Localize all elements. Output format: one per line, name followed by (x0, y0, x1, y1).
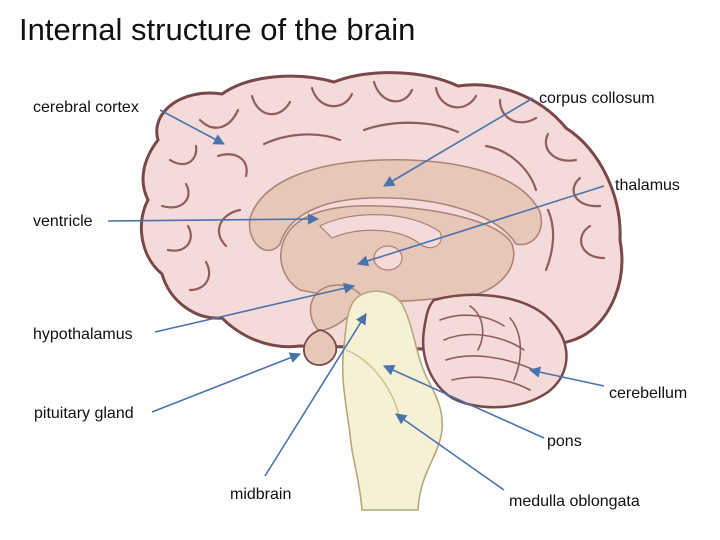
leader-ventricle (107, 213, 320, 225)
leader-cerebellum (528, 366, 605, 387)
leader-medulla-oblongata (395, 413, 505, 491)
leader-midbrain (264, 313, 367, 477)
label-corpus-collosum: corpus collosum (539, 90, 655, 107)
label-medulla-oblongata: medulla oblongata (509, 493, 640, 510)
leader-cerebral-cortex (159, 109, 225, 145)
label-pons: pons (547, 433, 582, 450)
leader-thalamus (356, 185, 605, 267)
cortex-folds (160, 80, 606, 292)
diagram-title: Internal structure of the brain (19, 12, 416, 47)
cerebellum-folds (439, 305, 539, 391)
leader-corpus-collosum (383, 97, 534, 187)
label-ventricle: ventricle (33, 213, 93, 230)
label-hypothalamus: hypothalamus (33, 326, 133, 343)
leader-pons (382, 365, 545, 439)
brainstem-shape (341, 290, 444, 511)
brain-illustration (139, 71, 624, 511)
pituitary-shape (303, 329, 338, 366)
label-cerebral-cortex: cerebral cortex (33, 99, 139, 116)
label-midbrain: midbrain (230, 486, 292, 503)
label-pituitary-gland: pituitary gland (34, 405, 134, 422)
label-cerebellum: cerebellum (609, 385, 688, 402)
corpus-callosum-shape (248, 159, 543, 251)
leader-hypothalamus (154, 282, 356, 333)
leader-lines (107, 97, 605, 491)
label-thalamus: thalamus (615, 177, 680, 194)
ventricle-curve (319, 214, 442, 249)
pons-bulge (345, 349, 401, 421)
leader-pituitary-gland (151, 352, 302, 413)
